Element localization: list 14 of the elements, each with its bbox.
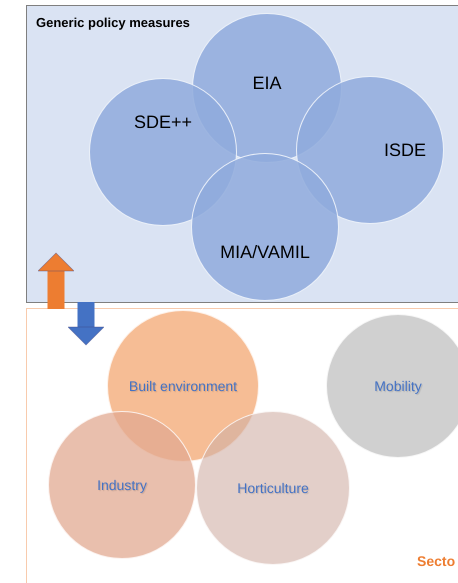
circle-label: Horticulture [237,480,309,496]
circle-label: SDE++ [134,112,192,132]
circle-label: MIA/VAMIL [220,242,310,262]
group-panel [26,5,458,303]
panel-title: Generic policy measures [36,15,190,30]
block-arrow [68,302,104,346]
block-arrow [38,252,74,309]
panel-title: Secto [417,553,456,569]
group-panel [26,308,458,583]
circle-label: ISDE [384,140,426,160]
circle-label: Built environment [128,378,238,394]
circle-label: Mobility [374,378,422,394]
circle-label: EIA [252,72,282,94]
circle-label: Industry [97,477,147,493]
